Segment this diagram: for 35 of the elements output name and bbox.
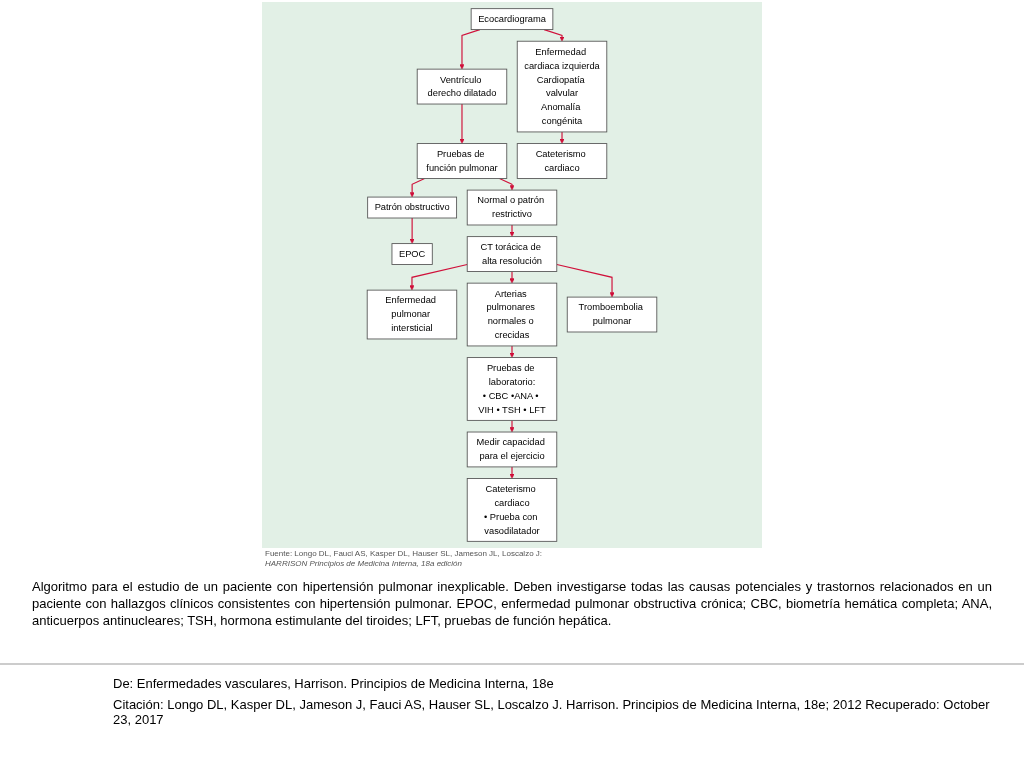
node-box xyxy=(391,243,433,265)
node-box xyxy=(366,289,458,340)
node-box xyxy=(416,143,508,179)
arrow xyxy=(509,224,515,237)
node-box xyxy=(566,296,658,333)
node-box xyxy=(466,236,558,272)
arrow xyxy=(409,217,415,244)
arrow xyxy=(559,131,565,144)
citation-text: Citación: Longo DL, Kasper DL, Jameson J, Fauci AS, Hauser SL, Loscalzo J. Harrison. Principios de Medicina Interna, 18e; 2012 Recuperado: October 23, 2017 xyxy=(113,697,991,727)
arrow xyxy=(509,270,515,284)
node-box xyxy=(466,478,558,542)
arrow xyxy=(509,466,515,479)
caption: Algoritmo para el estudio de un paciente con hipertensión pulmonar inexplicable. Deben investigarse todas las causas potenciales y trastornos relacionados en un paciente con hallazgos clínicos consistentes con hipertensión pulmonar. EPOC, enfermedad pulmonar obstructiva crónica; CBC, biometría hemática completa; ANA, anticuerpos antinucleares; TSH, hormona estimulante del tiroides; LFT, pruebas de función hepática. xyxy=(32,578,992,629)
arrow xyxy=(459,29,481,70)
arrow xyxy=(409,177,426,198)
arrow xyxy=(509,345,515,358)
node-box xyxy=(466,357,558,421)
citation-text: De: Enfermedades vasculares, Harrison. Principios de Medicina Interna, 18e xyxy=(113,676,555,691)
node-box xyxy=(516,143,608,179)
source-note: HARRISON Principios de Medicina Interna, 18a edición xyxy=(265,559,462,568)
node-box xyxy=(470,8,554,31)
node-box xyxy=(367,196,458,219)
arrow xyxy=(556,263,615,298)
node-box xyxy=(466,282,558,347)
arrow xyxy=(498,177,515,191)
source-note: Fuente: Longo DL, Fauci AS, Kasper DL, Hauser SL, Jameson JL, Loscalzo J: xyxy=(265,549,543,558)
arrow xyxy=(459,103,465,144)
node-box xyxy=(416,68,508,105)
node-box xyxy=(516,40,608,133)
arrow xyxy=(543,29,565,42)
arrow xyxy=(409,263,468,291)
node-box xyxy=(466,189,558,226)
arrow xyxy=(509,419,515,433)
node-box xyxy=(466,431,558,468)
diagram-background: Ecocardiograma Ventrículo derecho dilatado Enfermedad cardiaca izquierda Cardiopatía valvular Anomalía congénita Pruebas de función pulmonar Cateterismo cardiaco Patrón obstructivo Normal o patrón restrictivo EPOC CT torácica de alta resolución Enfermedad pulmonar intersticial Arterias pulmonares normales o crecidas Tromboembolia pulmonar Pruebas de laboratorio: • CBC •ANA • VIH • TSH • LFT Medir capacidad para el ejercicio Cateterismo cardiaco • Prueba con vasodilatador xyxy=(262,2,762,548)
